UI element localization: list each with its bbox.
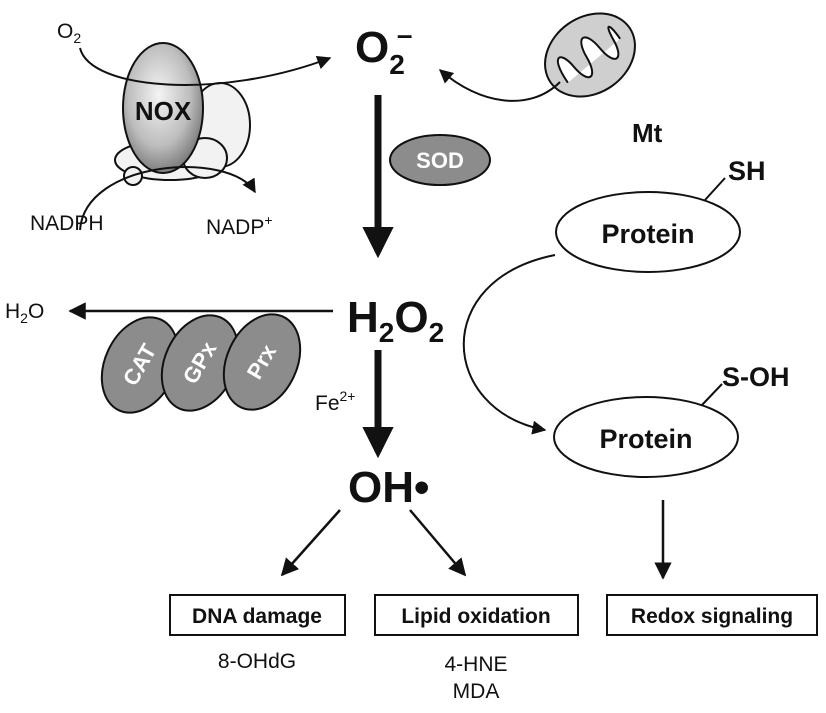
sod-enzyme: SOD — [389, 134, 491, 186]
outcome-lipid-oxidation: Lipid oxidation 4-HNE MDA — [374, 594, 579, 703]
iron-label: Fe2+ — [315, 388, 355, 415]
protein-bottom-group: S-OH — [722, 362, 790, 392]
sod-label: SOD — [416, 148, 464, 173]
nadph-label: NADPH — [30, 212, 104, 235]
nox-complex: NOX — [114, 42, 251, 186]
protein-top-label: Protein — [601, 219, 694, 249]
nox-label: NOX — [135, 96, 192, 126]
nadp-label: NADP+ — [206, 212, 273, 239]
dna-damage-marker: 8-OHdG — [218, 650, 296, 673]
water-label: H2O — [5, 300, 44, 326]
mitochondria-label: Mt — [632, 118, 663, 148]
nox-enzyme-shape — [122, 42, 204, 174]
outcome-redox-signaling: Redox signaling — [606, 594, 818, 636]
lipid-oxidation-label: Lipid oxidation — [401, 605, 550, 628]
nox-o2-label: O2 — [57, 20, 81, 46]
protein-top-group: SH — [728, 156, 766, 186]
lipid-marker-mda: MDA — [453, 680, 500, 703]
prx-enzyme: Prx — [222, 313, 302, 411]
lipid-marker-hne: 4-HNE — [444, 653, 507, 676]
hydroxyl-to-dna-arrow — [280, 509, 341, 577]
gpx-enzyme: GPx — [160, 314, 240, 412]
hydroxyl-label: OH• — [348, 463, 429, 512]
mitochondria-icon — [544, 12, 636, 98]
protein-oxidation-arrow — [462, 254, 556, 435]
o2-to-superoxide-arrow — [79, 47, 332, 86]
protein-bottom-label: Protein — [599, 424, 692, 454]
redox-signaling-label: Redox signaling — [631, 605, 793, 628]
protein-sulfenic: Protein S-OH — [553, 362, 790, 478]
dna-damage-label: DNA damage — [192, 605, 322, 628]
protein-thiol: Protein SH — [555, 156, 766, 273]
hydroxyl-to-lipid-arrow — [409, 509, 467, 577]
peroxide-label: H2O2 — [347, 293, 444, 348]
nadph-to-nadp-arrow — [79, 166, 256, 231]
superoxide-label: O2– — [355, 19, 412, 80]
mt-to-superoxide-arrow — [438, 69, 561, 102]
outcome-dna-damage: DNA damage 8-OHdG — [169, 594, 346, 673]
